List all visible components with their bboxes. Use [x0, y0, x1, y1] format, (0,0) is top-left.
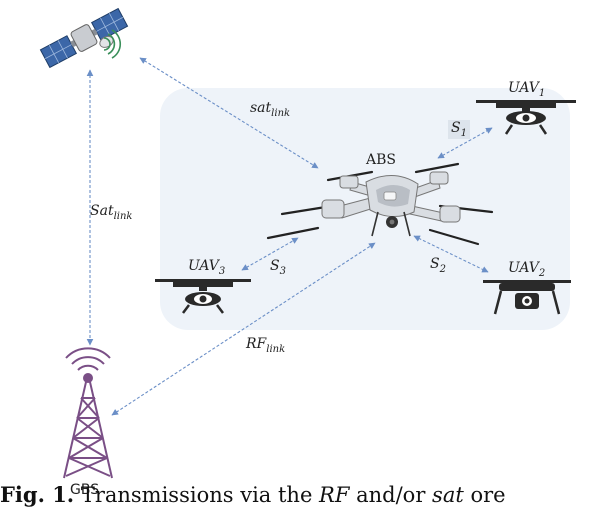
- s1-label: S1: [448, 120, 470, 139]
- links: [86, 57, 493, 416]
- uav1-label: UAV1: [508, 80, 546, 99]
- figure-caption: Fig. 1. Transmissions via the RF and/or …: [0, 482, 506, 507]
- gbs-label: GBS: [70, 482, 100, 498]
- abs-to-uav1-link: [437, 127, 493, 159]
- uav-icon: [476, 100, 576, 135]
- caption-prefix: Fig. 1.: [0, 482, 75, 507]
- gbs-to-abs-link: [111, 242, 376, 416]
- uav3-label: UAV3: [188, 258, 226, 277]
- satellite-icon: [39, 7, 129, 69]
- sat-link-vertical-label: Satlink: [90, 203, 133, 222]
- uav-icon: [483, 280, 571, 315]
- s3-label: S3: [270, 258, 286, 277]
- satellite-signal-icon: [103, 29, 121, 59]
- tower-icon: [63, 347, 113, 479]
- abs-label: ABS: [366, 152, 396, 168]
- abs-to-uav2-link: [413, 235, 489, 273]
- uav-icon: [155, 279, 251, 314]
- rf-link-label: RFlink: [246, 336, 286, 355]
- sat-link-upper-label: satlink: [250, 100, 291, 119]
- abs-drone-icon: [266, 162, 494, 246]
- s2-label: S2: [430, 256, 446, 275]
- abs-to-uav3-link: [241, 237, 299, 271]
- uav2-label: UAV2: [508, 260, 546, 279]
